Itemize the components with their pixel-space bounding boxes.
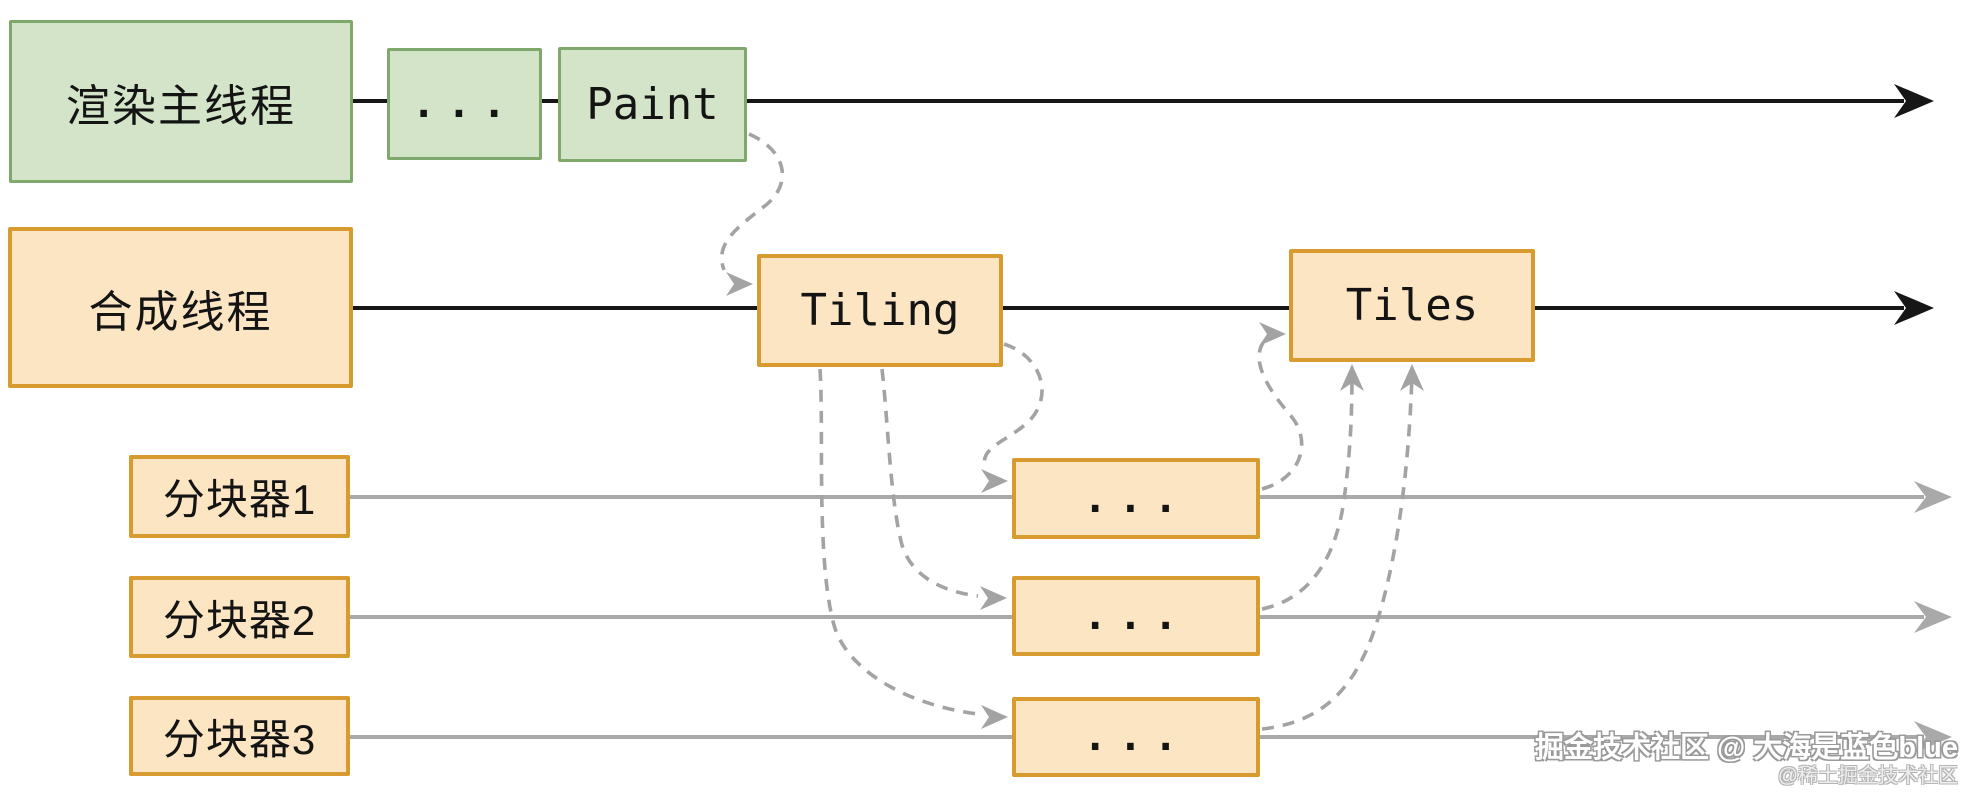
tiler3-task-to-tiles-dashed — [1261, 373, 1414, 731]
tiles-label: Tiles — [1345, 280, 1479, 331]
paint-to-tiling-arrow-icon — [726, 272, 753, 296]
main-thread-box: 渲染主线程 — [9, 20, 353, 183]
compositor-thread-box: 合成线程 — [8, 227, 353, 388]
tiler2-box: 分块器2 — [129, 576, 350, 658]
paint-to-tiling-dashed — [720, 132, 784, 271]
tiling-to-tiler1-arrow-icon — [981, 469, 1008, 493]
tiler1-label: 分块器1 — [162, 476, 317, 523]
tiler2-thread-arrow-icon — [1914, 601, 1952, 633]
tiler3-to-tiles-arrow-icon — [1400, 364, 1424, 391]
watermark-line2: @稀土掘金技术社区 — [1777, 765, 1958, 787]
main-thread-arrow-icon — [1894, 84, 1934, 118]
tiler2-task-label: ... — [1083, 593, 1189, 639]
paint-label: Paint — [586, 79, 719, 130]
main-thread-ellipsis-label: ... — [411, 81, 518, 127]
tiler2-to-tiles-arrow-icon — [1340, 364, 1364, 391]
tiler1-to-tiles-arrow-icon — [1259, 322, 1286, 346]
tiler3-thread-arrow-icon — [1914, 721, 1952, 753]
tiler1-box: 分块器1 — [129, 455, 350, 538]
tiler3-box: 分块器3 — [129, 696, 350, 776]
tiler1-task-label: ... — [1083, 475, 1189, 522]
tiler2-task-to-tiles-dashed — [1261, 373, 1354, 611]
tiling-to-tiler3-arrow-icon — [981, 705, 1008, 729]
tiling-to-tiler3-task-dashed — [818, 368, 979, 716]
watermark-line1: 掘金技术社区 @ 大海是蓝色blue — [1534, 731, 1958, 764]
tiling-to-tiler2-task-dashed — [880, 368, 979, 598]
main-thread-label: 渲染主线程 — [66, 81, 296, 131]
compositor-thread-arrow-icon — [1894, 291, 1934, 325]
tiling-to-tiler1-task-dashed — [982, 342, 1044, 467]
tiler2-task-box: ... — [1012, 576, 1260, 656]
tiles-box: Tiles — [1289, 249, 1535, 362]
paint-box: Paint — [558, 47, 747, 162]
tiler3-label: 分块器3 — [162, 715, 317, 763]
tiling-box: Tiling — [757, 254, 1003, 367]
compositor-thread-label: 合成线程 — [88, 287, 273, 337]
tiler1-task-to-tiles-dashed — [1257, 342, 1304, 491]
tiling-label: Tiling — [800, 285, 960, 336]
main-thread-ellipsis-box: ... — [387, 48, 542, 160]
tiler2-label: 分块器2 — [162, 596, 317, 644]
watermark: 掘金技术社区 @ 大海是蓝色blue @稀土掘金技术社区 — [1535, 732, 1958, 788]
tiler3-task-box: ... — [1012, 697, 1260, 777]
tiling-to-tiler2-arrow-icon — [980, 586, 1007, 610]
tiler1-task-box: ... — [1012, 458, 1260, 539]
tiler3-task-label: ... — [1083, 714, 1189, 760]
tiler1-thread-arrow-icon — [1914, 481, 1952, 513]
